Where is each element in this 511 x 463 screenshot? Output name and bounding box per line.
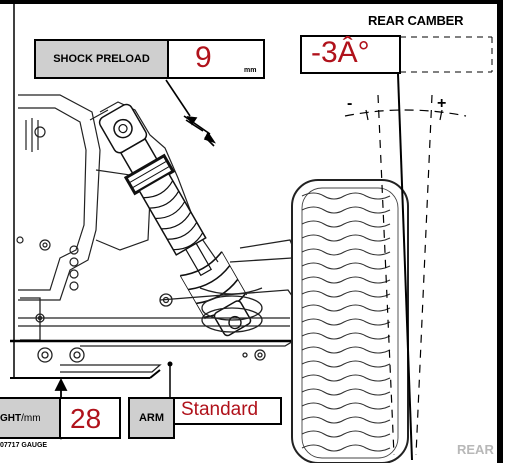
rear-tire xyxy=(291,179,409,463)
rear-corner-label: REAR xyxy=(457,442,494,457)
shock-preload-value: 9 xyxy=(195,41,212,74)
ride-height-label-text: GHT xyxy=(0,412,22,424)
ride-height-value: 28 xyxy=(70,403,102,434)
shock-preload-unit: mm xyxy=(244,67,257,74)
rear-camber-title: REAR CAMBER xyxy=(368,13,464,28)
arm-label: ARM xyxy=(128,397,175,439)
gauge-note: 07717 GAUGE xyxy=(0,442,48,449)
arm-value-box[interactable] xyxy=(173,397,282,425)
shock-preload-label: SHOCK PRELOAD xyxy=(34,39,169,79)
rear-camber-value: -3Â° xyxy=(311,36,370,69)
camber-minus-sign: - xyxy=(347,95,353,112)
rear-camber-value-box[interactable] xyxy=(300,35,401,74)
ride-height-value-box[interactable] xyxy=(59,397,121,439)
arm-value: Standard xyxy=(181,399,259,420)
camber-plus-sign: + xyxy=(437,95,447,112)
ride-height-unit: /mm xyxy=(21,412,41,424)
shock-preload-value-box[interactable] xyxy=(167,39,265,79)
ride-height-label: GHT/mm xyxy=(0,397,61,439)
